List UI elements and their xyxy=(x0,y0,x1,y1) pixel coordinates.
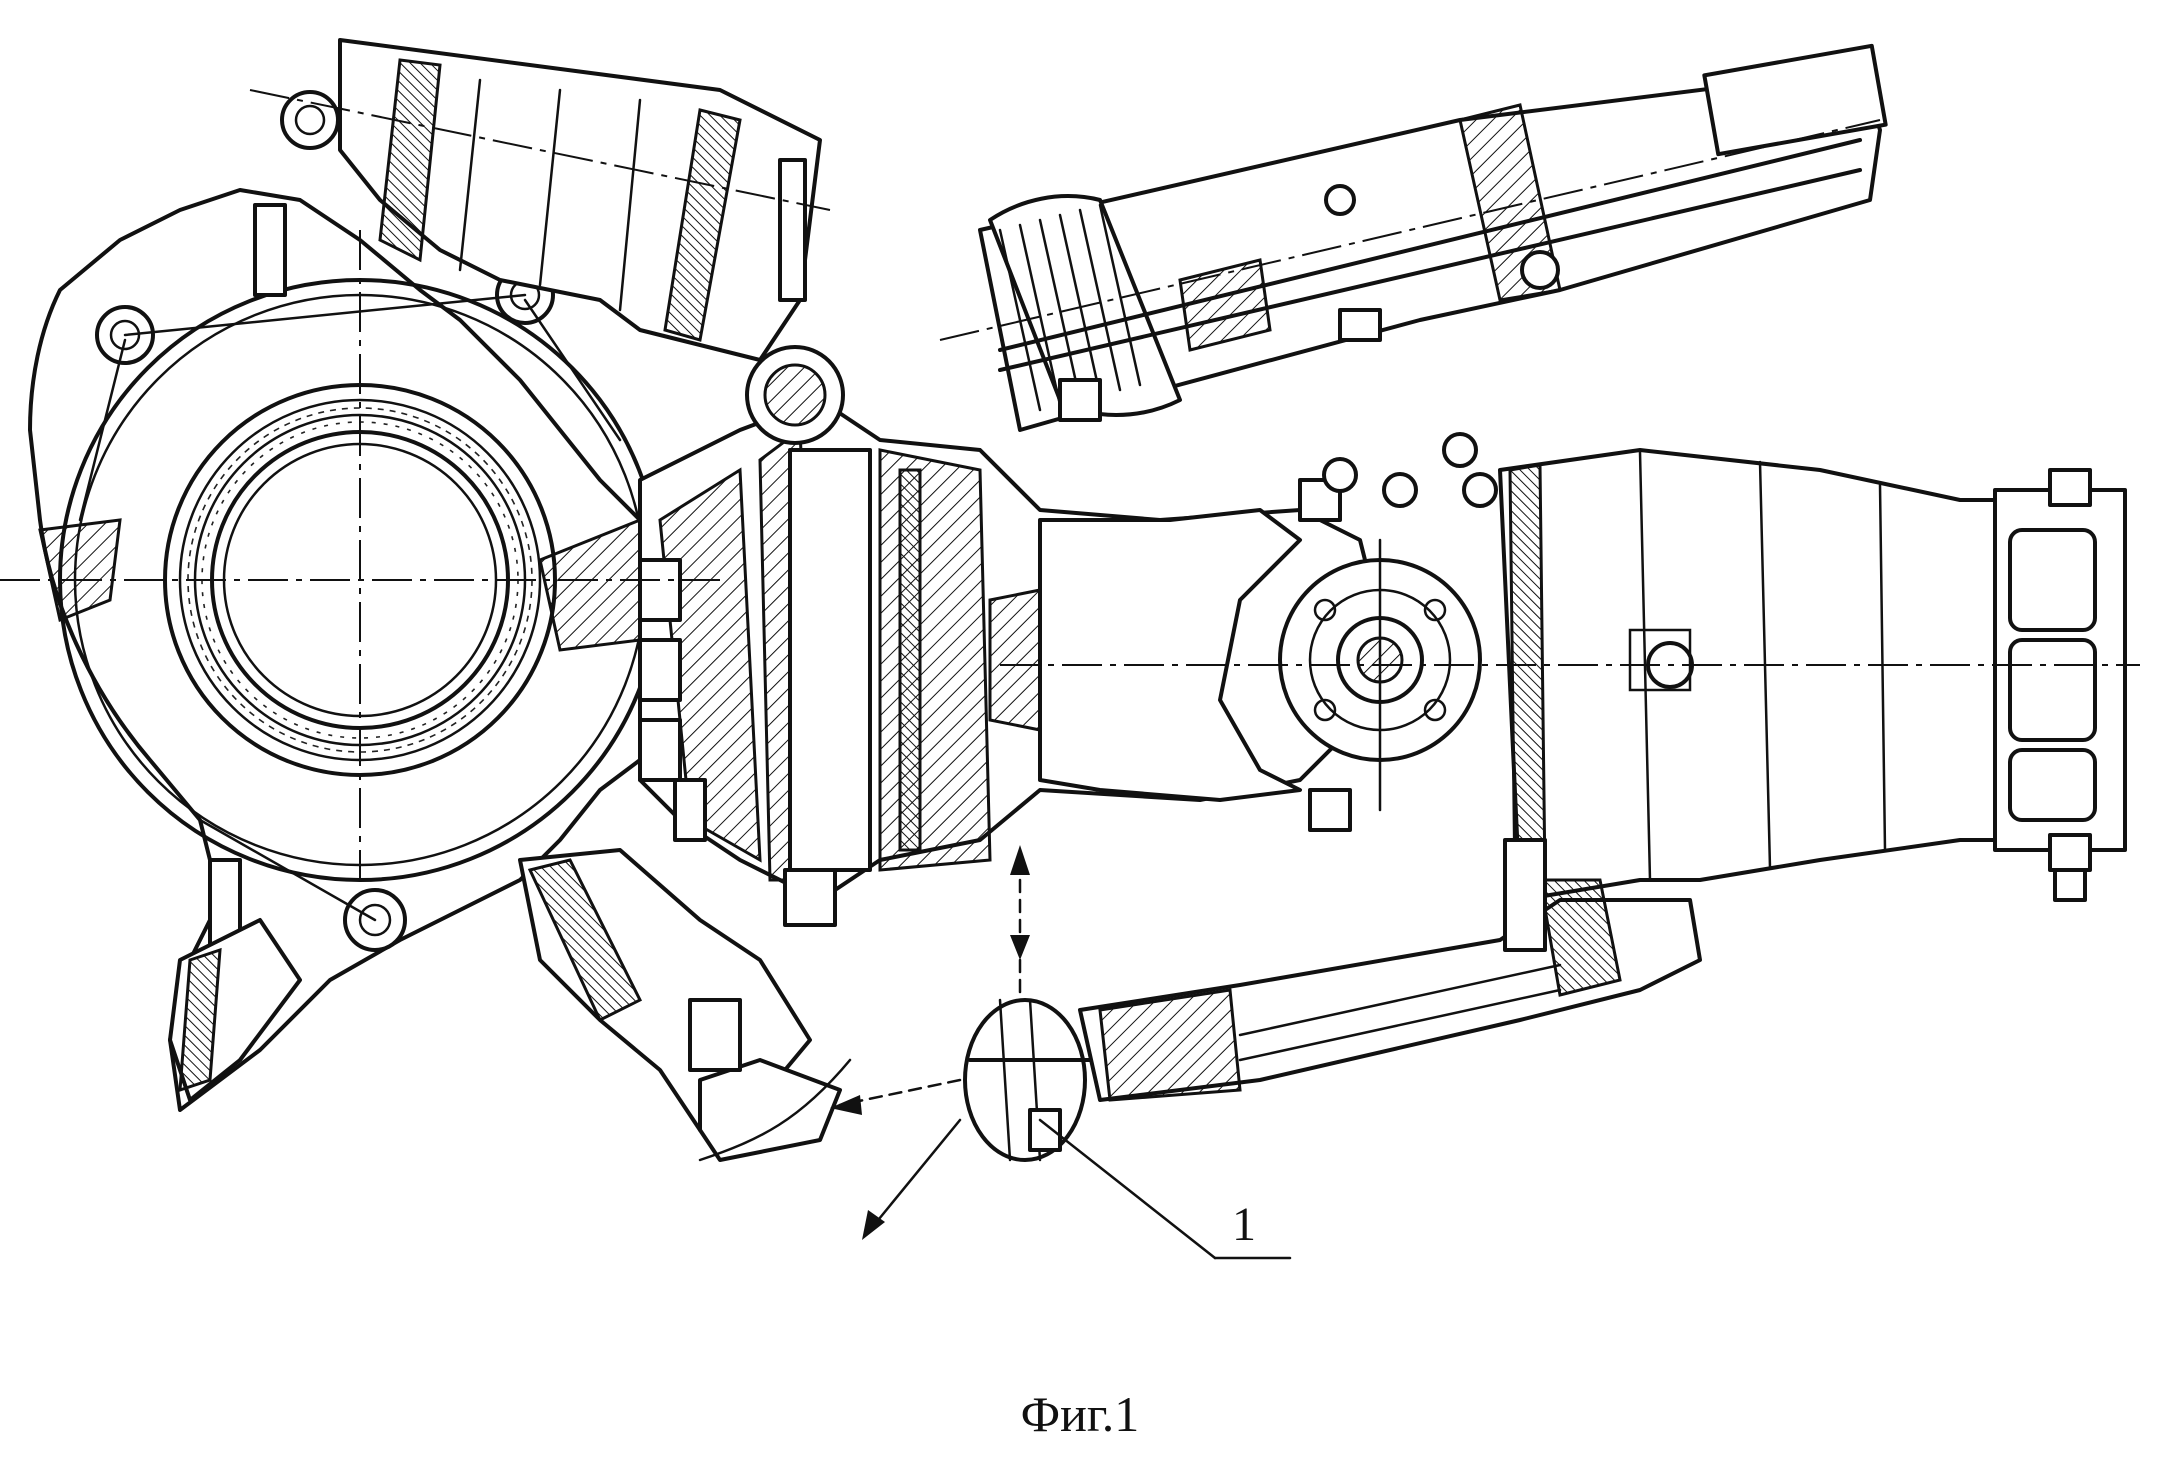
hydraulic-damper xyxy=(940,46,1886,430)
callout-1: 1 xyxy=(1040,1120,1290,1258)
figure-caption: Фиг.1 xyxy=(980,1385,1180,1443)
hinge-body xyxy=(640,347,1380,925)
callout-label: 1 xyxy=(1232,1198,1256,1251)
lower-link xyxy=(965,840,1700,1160)
